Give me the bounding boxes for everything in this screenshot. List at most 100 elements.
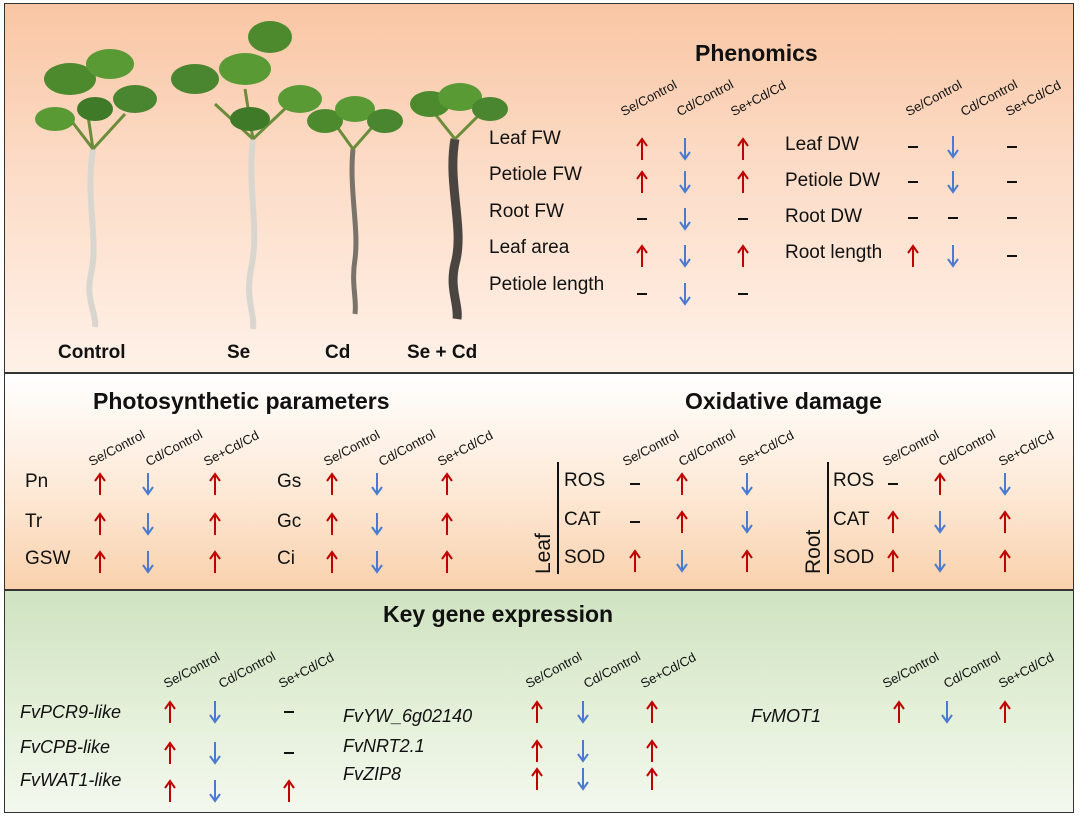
up-arrow-icon xyxy=(893,700,905,723)
column-header: Cd/Control xyxy=(580,648,643,691)
oxidative-title: Oxidative damage xyxy=(685,388,882,414)
column-header: Se/Control xyxy=(320,426,383,469)
up-arrow-icon xyxy=(636,244,648,267)
column-header: Se/Control xyxy=(902,76,965,119)
down-arrow-icon xyxy=(577,701,589,724)
up-arrow-icon xyxy=(326,550,338,573)
up-arrow-icon xyxy=(741,549,753,572)
down-arrow-icon xyxy=(142,551,154,574)
no-change-dash-icon xyxy=(908,217,918,219)
row-label: Leaf FW xyxy=(489,128,561,149)
up-arrow-icon xyxy=(646,700,658,723)
column-header: Se+Cd/Cd xyxy=(275,649,337,691)
row-label: Gc xyxy=(277,511,302,532)
row-label: Petiole length xyxy=(489,274,605,295)
up-arrow-icon xyxy=(737,170,749,193)
phenomics-panel: Control Se Cd Se + Cd Phenomics Se/Contr… xyxy=(4,3,1074,373)
plant-label-control: Control xyxy=(58,342,126,363)
column-header: Cd/Control xyxy=(675,426,738,469)
plant-secd-illustration xyxy=(410,83,508,320)
down-arrow-icon xyxy=(142,513,154,536)
row-label: CAT xyxy=(833,509,870,530)
no-change-dash-icon xyxy=(1007,146,1017,148)
no-change-dash-icon xyxy=(948,217,958,219)
no-change-dash-icon xyxy=(630,483,640,485)
row-label: Root FW xyxy=(489,201,564,222)
up-arrow-icon xyxy=(887,510,899,533)
down-arrow-icon xyxy=(371,473,383,496)
down-arrow-icon xyxy=(679,283,691,306)
row-label: Root DW xyxy=(785,206,863,227)
row-label: Gs xyxy=(277,471,302,492)
down-arrow-icon xyxy=(941,701,953,724)
down-arrow-icon xyxy=(741,511,753,534)
down-arrow-icon xyxy=(679,171,691,194)
photosynthetic-title: Photosynthetic parameters xyxy=(93,388,390,414)
down-arrow-icon xyxy=(934,550,946,573)
column-header: Cd/Control xyxy=(375,426,438,469)
no-change-dash-icon xyxy=(738,218,748,220)
up-arrow-icon xyxy=(326,472,338,495)
plant-label-cd: Cd xyxy=(325,342,351,363)
no-change-dash-icon xyxy=(637,218,647,220)
column-header: Se/Control xyxy=(85,426,148,469)
up-arrow-icon xyxy=(209,472,221,495)
up-arrow-icon xyxy=(164,700,176,723)
plant-control-illustration xyxy=(35,49,157,328)
no-change-dash-icon xyxy=(1007,255,1017,257)
down-arrow-icon xyxy=(947,136,959,159)
gene-label: FvZIP8 xyxy=(343,764,402,784)
up-arrow-icon xyxy=(283,779,295,802)
down-arrow-icon xyxy=(741,473,753,496)
phenomics-title: Phenomics xyxy=(695,40,818,66)
gene-expression-title: Key gene expression xyxy=(383,601,614,627)
up-arrow-icon xyxy=(887,549,899,572)
gene-label: FvPCR9-like xyxy=(20,702,122,722)
no-change-dash-icon xyxy=(888,483,898,485)
no-change-dash-icon xyxy=(1007,181,1017,183)
root-group-label: Root xyxy=(802,529,825,574)
up-arrow-icon xyxy=(737,244,749,267)
column-header: Cd/Control xyxy=(940,648,1003,691)
down-arrow-icon xyxy=(577,768,589,791)
row-label: Tr xyxy=(25,511,43,532)
down-arrow-icon xyxy=(947,245,959,268)
plant-cd-illustration xyxy=(307,96,403,315)
down-arrow-icon xyxy=(371,551,383,574)
up-arrow-icon xyxy=(94,550,106,573)
plant-label-secd: Se + Cd xyxy=(407,342,478,363)
row-label: Petiole FW xyxy=(489,164,582,185)
down-arrow-icon xyxy=(209,701,221,724)
no-change-dash-icon xyxy=(284,752,294,754)
row-label: GSW xyxy=(25,548,71,569)
root-bracket-line xyxy=(827,462,829,574)
up-arrow-icon xyxy=(646,739,658,762)
plant-label-se: Se xyxy=(227,342,251,363)
up-arrow-icon xyxy=(441,512,453,535)
up-arrow-icon xyxy=(209,512,221,535)
up-arrow-icon xyxy=(999,549,1011,572)
row-label: SOD xyxy=(564,547,606,568)
up-arrow-icon xyxy=(676,510,688,533)
row-label: Leaf area xyxy=(489,237,570,258)
down-arrow-icon xyxy=(947,171,959,194)
up-arrow-icon xyxy=(441,550,453,573)
down-arrow-icon xyxy=(577,740,589,763)
down-arrow-icon xyxy=(679,208,691,231)
down-arrow-icon xyxy=(209,742,221,765)
column-header: Se+Cd/Cd xyxy=(637,649,699,691)
column-header: Se+Cd/Cd xyxy=(200,427,262,469)
down-arrow-icon xyxy=(679,138,691,161)
up-arrow-icon xyxy=(999,510,1011,533)
up-arrow-icon xyxy=(676,472,688,495)
no-change-dash-icon xyxy=(637,293,647,295)
column-header: Cd/Control xyxy=(673,76,736,119)
no-change-dash-icon xyxy=(908,181,918,183)
column-header: Se/Control xyxy=(522,648,585,691)
gene-expression-panel: Key gene expression Se/Control Cd/Contro… xyxy=(4,590,1074,813)
down-arrow-icon xyxy=(142,473,154,496)
column-header: Se/Control xyxy=(617,76,680,119)
row-label: SOD xyxy=(833,547,875,568)
up-arrow-icon xyxy=(164,741,176,764)
up-arrow-icon xyxy=(209,550,221,573)
